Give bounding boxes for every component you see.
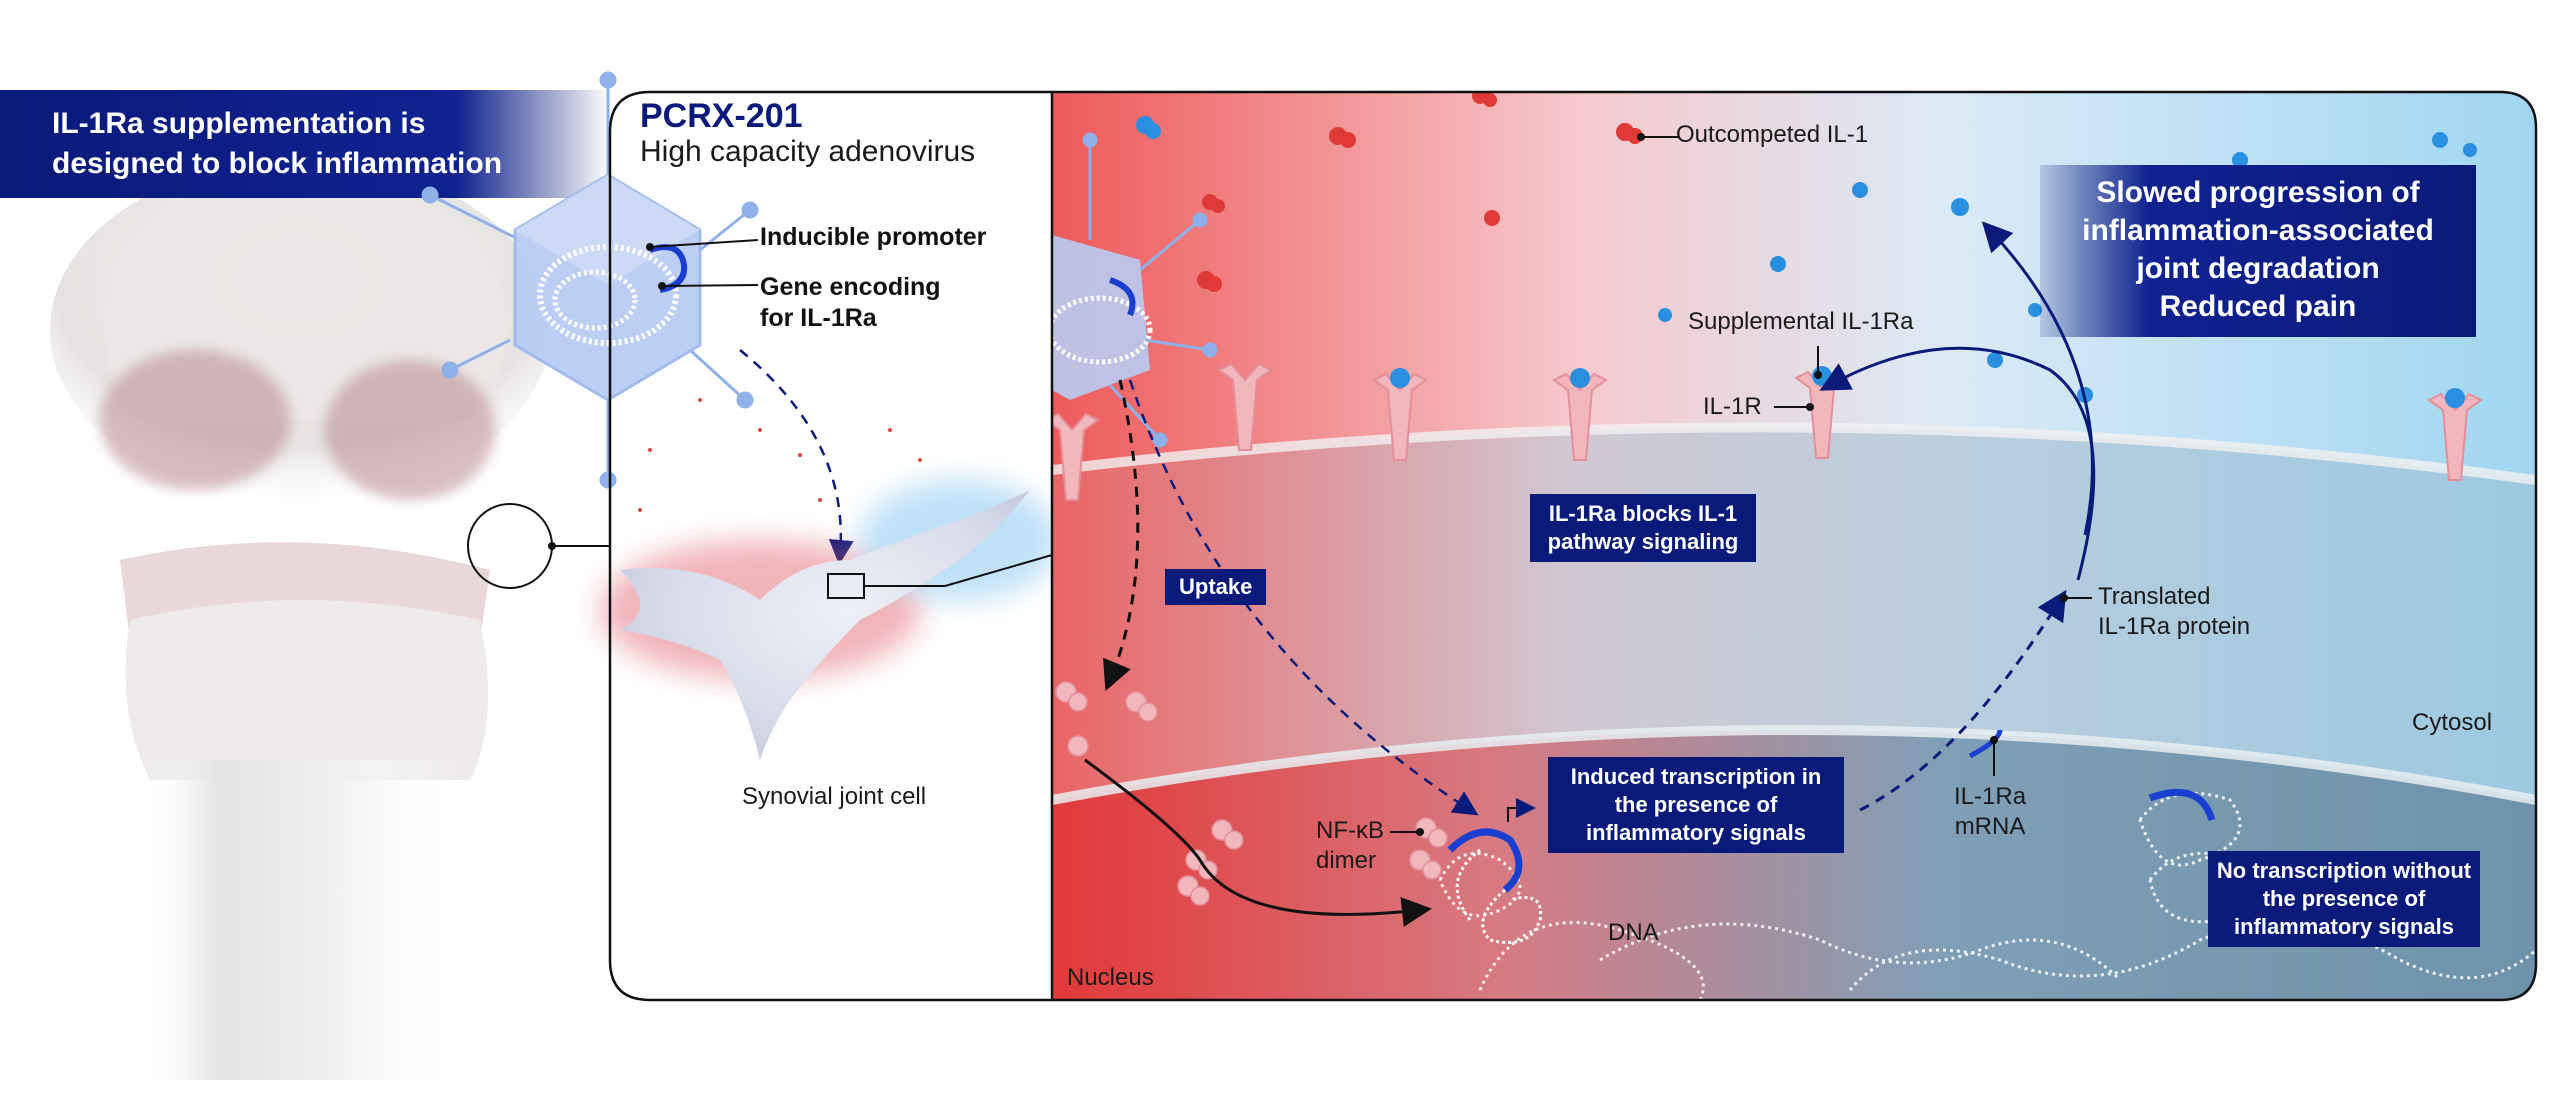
blocks-pathway-badge: IL-1Ra blocks IL-1 pathway signaling — [1530, 494, 1756, 562]
induced-line3: inflammatory signals — [1585, 820, 1807, 845]
mrna-line1: IL-1Ra — [1954, 783, 2027, 810]
nucleus-label: Nucleus — [1067, 964, 1154, 991]
no-transcription-badge: No transcription without the presence of… — [2208, 851, 2480, 947]
header-title: IL-1Ra supplementation is designed to bl… — [52, 104, 502, 184]
uptake-badge: Uptake — [1165, 569, 1267, 605]
promoter-label: Inducible promoter — [760, 223, 987, 251]
outcompeted-il1-label: Outcompeted IL-1 — [1676, 121, 1869, 148]
vector-panel — [421, 71, 1060, 1000]
outcome-line1: Slowed progression of — [2096, 176, 2420, 209]
no-tx-line1: No transcription without — [2216, 858, 2472, 883]
supplemental-il1ra-label: Supplemental IL-1Ra — [1688, 308, 1914, 335]
induced-transcription-badge: Induced transcription in the presence of… — [1548, 757, 1844, 853]
nfkb-line2: dimer — [1316, 847, 1377, 874]
nfkb-dimer-label: NF-κB dimer — [1316, 816, 1384, 876]
gene-label-line2: for IL-1Ra — [760, 304, 877, 332]
nfkb-line1: NF-κB — [1316, 817, 1384, 844]
mrna-label: IL-1Ra mRNA — [1954, 782, 2026, 842]
header-title-line1: IL-1Ra supplementation is — [52, 107, 426, 140]
gene-label: Gene encoding for IL-1Ra — [760, 272, 941, 334]
no-tx-line2: the presence of — [2262, 886, 2426, 911]
outcome-line4: Reduced pain — [2159, 290, 2357, 323]
il1r-receptors — [1052, 362, 2483, 501]
outcome-line3: joint degradation — [2136, 252, 2380, 285]
mrna-line2: mRNA — [1954, 813, 2026, 840]
nfkb-dimers — [1055, 681, 1448, 906]
synovial-joint-cell — [600, 480, 1060, 760]
knee-joint-illustration — [50, 160, 612, 1080]
il1-molecules — [1197, 92, 1643, 292]
cell-detail-panel — [1052, 92, 2536, 1000]
induced-line1: Induced transcription in — [1570, 764, 1822, 789]
uptake-text: Uptake — [1179, 574, 1253, 599]
blocks-line2: pathway signaling — [1547, 529, 1739, 554]
il1r-label: IL-1R — [1703, 393, 1762, 420]
panel-border — [608, 90, 2538, 1002]
translated-line2: IL-1Ra protein — [2098, 613, 2251, 640]
translated-line1: Translated — [2098, 583, 2211, 610]
gene-label-line1: Gene encoding — [760, 273, 941, 301]
synovial-cell-label: Synovial joint cell — [742, 783, 927, 810]
blocks-line1: IL-1Ra blocks IL-1 — [1548, 501, 1738, 526]
header-title-line2: designed to block inflammation — [52, 147, 503, 180]
dna-label: DNA — [1608, 919, 1659, 946]
cytosol-label: Cytosol — [2412, 709, 2493, 736]
vector-name: PCRX-201 — [640, 97, 803, 135]
outcome-line2: inflammation-associated — [2082, 214, 2434, 247]
il1ra-molecules — [1136, 116, 2477, 403]
adenovirus-particle — [421, 71, 759, 489]
translated-protein-label: Translated IL-1Ra protein — [2098, 582, 2250, 642]
no-tx-line3: inflammatory signals — [2233, 914, 2455, 939]
vector-subtitle: High capacity adenovirus — [640, 135, 976, 168]
outcome-banner — [2040, 165, 2476, 337]
induced-line2: the presence of — [1614, 792, 1778, 817]
header-banner — [0, 90, 610, 198]
outcome-text: Slowed progression of inflammation-assoc… — [2040, 174, 2476, 326]
dna-strands — [1438, 791, 2536, 1000]
